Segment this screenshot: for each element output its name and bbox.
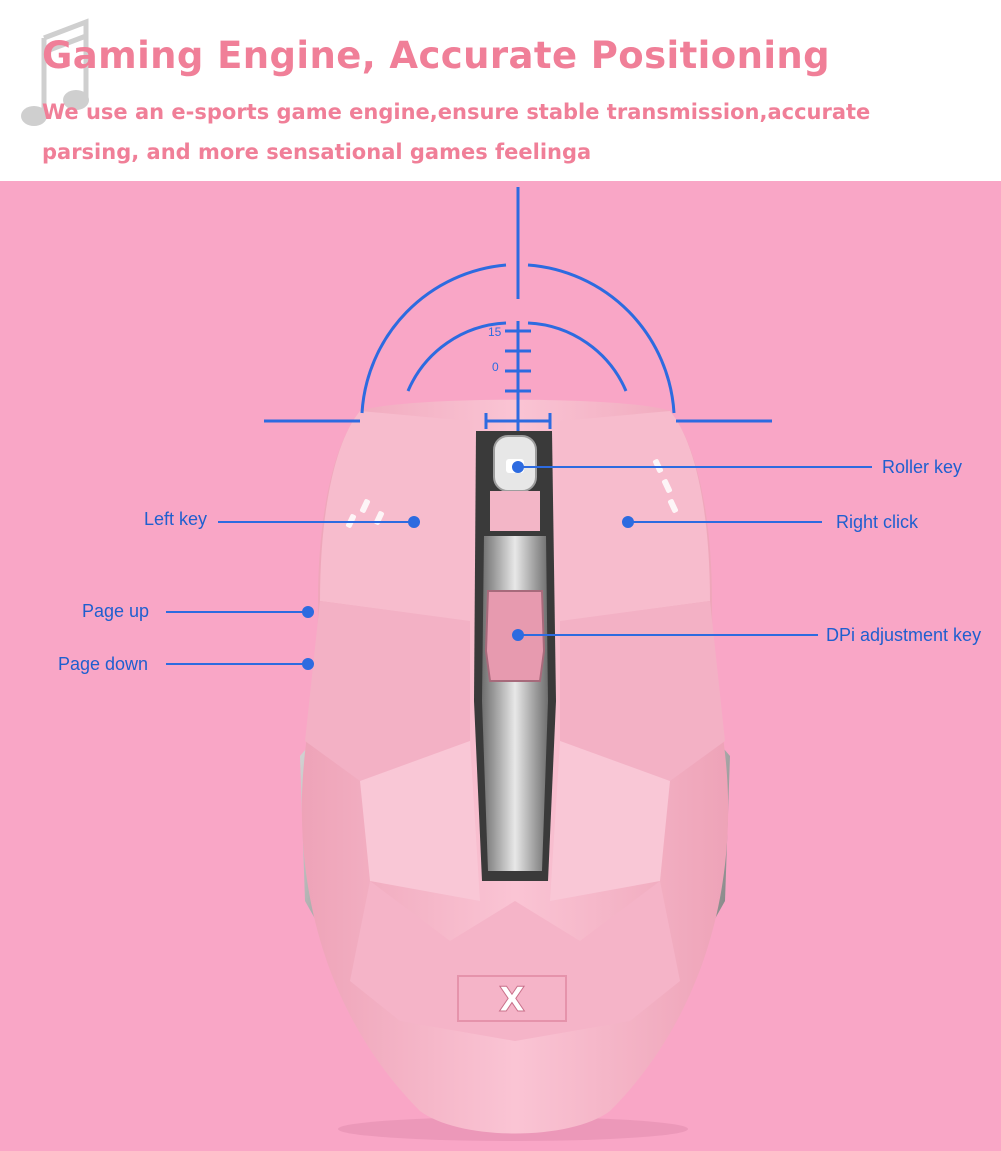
music-note-icon [21, 18, 89, 126]
subtitle-line-2: parsing, and more sensational games feel… [42, 140, 592, 164]
callout-dpi-adjustment-key: DPi adjustment key [826, 625, 982, 645]
tick-label-10: 0 [492, 360, 499, 374]
subtitle-line-1: We use an e-sports game engine,ensure st… [42, 100, 871, 124]
callout-lines [166, 461, 872, 670]
right-button [560, 411, 710, 621]
left-button [320, 411, 470, 621]
callout-page-down: Page down [58, 654, 149, 674]
product-diagram: X 15 0 [0, 181, 1001, 1151]
page-title: Gaming Engine, Accurate Positioning [42, 34, 831, 77]
header: Gaming Engine, Accurate Positioning We u… [0, 0, 1001, 181]
mouse-illustration: X 15 0 [166, 187, 872, 1141]
tick-label-15: 15 [488, 325, 502, 339]
callout-roller-key: Roller key [882, 457, 963, 477]
callout-left-key: Left key [144, 509, 208, 529]
brand-logo: X [499, 980, 525, 1020]
logo-box [457, 975, 567, 1022]
callout-page-up: Page up [82, 601, 150, 621]
crosshair-graphic [264, 187, 772, 431]
callout-right-click: Right click [836, 512, 919, 532]
